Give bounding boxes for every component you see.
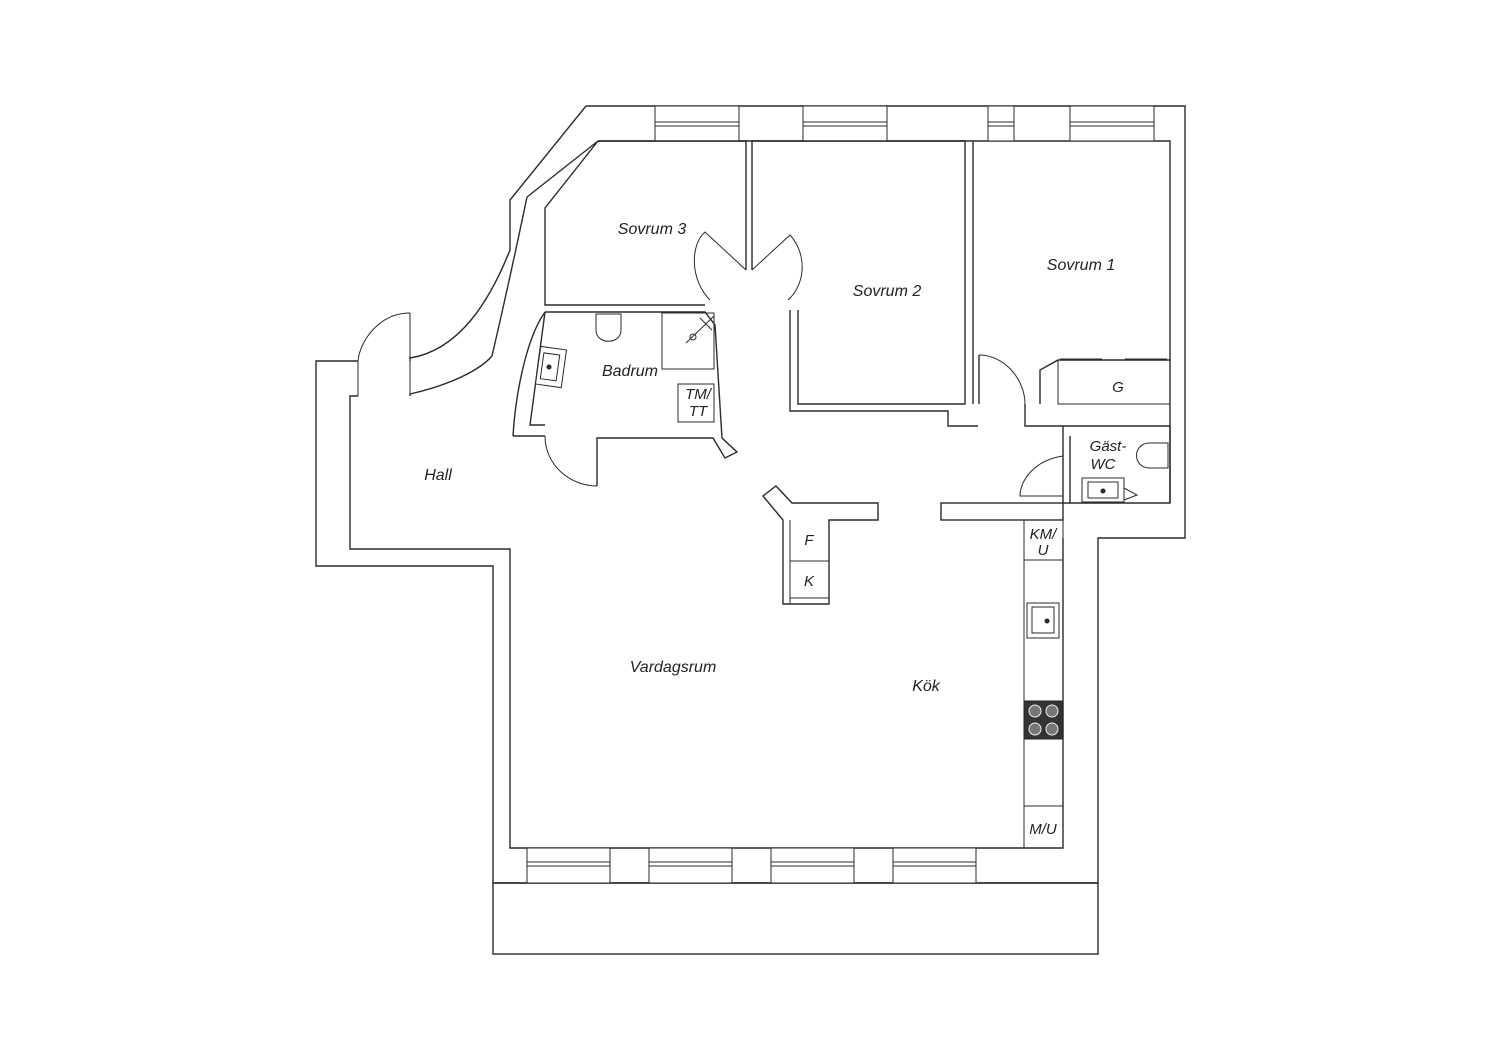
window-icon [770, 847, 855, 884]
toilet-icon [595, 313, 622, 342]
sink-icon [1026, 602, 1060, 639]
label-tt: TT [689, 403, 709, 420]
door-swing-icon [1019, 455, 1064, 497]
room-labels: Sovrum 3 Sovrum 2 Sovrum 1 Badrum Hall V… [424, 221, 1126, 695]
wardrobe [1057, 359, 1171, 405]
windows-top [654, 105, 1155, 142]
label-g: G [1112, 379, 1124, 396]
label-hall: Hall [424, 467, 452, 484]
kitchen-counter [1023, 519, 1064, 849]
door-swing-icon [357, 312, 411, 396]
gastwc-walls [1019, 426, 1171, 504]
stove-icon [1023, 700, 1064, 740]
outer-walls [315, 105, 1186, 884]
window-icon [802, 105, 888, 142]
shower-icon [685, 315, 715, 344]
door-swing-icon [978, 354, 1026, 405]
balcony [492, 882, 1099, 955]
window-icon [892, 847, 977, 884]
label-f: F [804, 532, 814, 549]
window-icon [526, 847, 611, 884]
badrum-walls [512, 311, 739, 487]
window-icon [654, 105, 740, 142]
sovrum3-walls [544, 140, 747, 306]
window-icon [1069, 105, 1155, 142]
label-mu: M/U [1029, 821, 1057, 838]
label-km: KM/ [1030, 526, 1059, 543]
window-icon [987, 105, 1015, 142]
label-gastwc-1: Gäst- [1090, 438, 1127, 455]
door-swing-icon [751, 234, 803, 301]
label-sovrum1: Sovrum 1 [1047, 257, 1115, 274]
entrance-door [357, 312, 411, 396]
sovrum1-walls [972, 141, 1171, 427]
sink-icon [534, 345, 568, 389]
sovrum2-walls [751, 140, 978, 427]
label-kok: Kök [912, 678, 941, 695]
label-sovrum3: Sovrum 3 [618, 221, 687, 238]
shower-area [661, 312, 715, 370]
label-km-u: U [1038, 542, 1049, 559]
label-sovrum2: Sovrum 2 [853, 283, 922, 300]
partition-walls [761, 485, 1064, 605]
windows-bottom [526, 847, 977, 884]
sink-icon [1081, 477, 1139, 503]
label-k: K [804, 573, 815, 590]
label-tm: TM/ [685, 386, 713, 403]
label-vardagsrum: Vardagsrum [630, 659, 717, 676]
window-icon [648, 847, 733, 884]
label-badrum: Badrum [602, 363, 658, 380]
door-swing-icon [693, 231, 747, 301]
label-gastwc-2: WC [1091, 456, 1116, 473]
toilet-icon [1136, 442, 1169, 469]
fixture-labels: TM/ TT G F K KM/ U M/U [685, 379, 1124, 838]
door-swing-icon [544, 435, 598, 487]
tm-tt-box [677, 383, 715, 423]
